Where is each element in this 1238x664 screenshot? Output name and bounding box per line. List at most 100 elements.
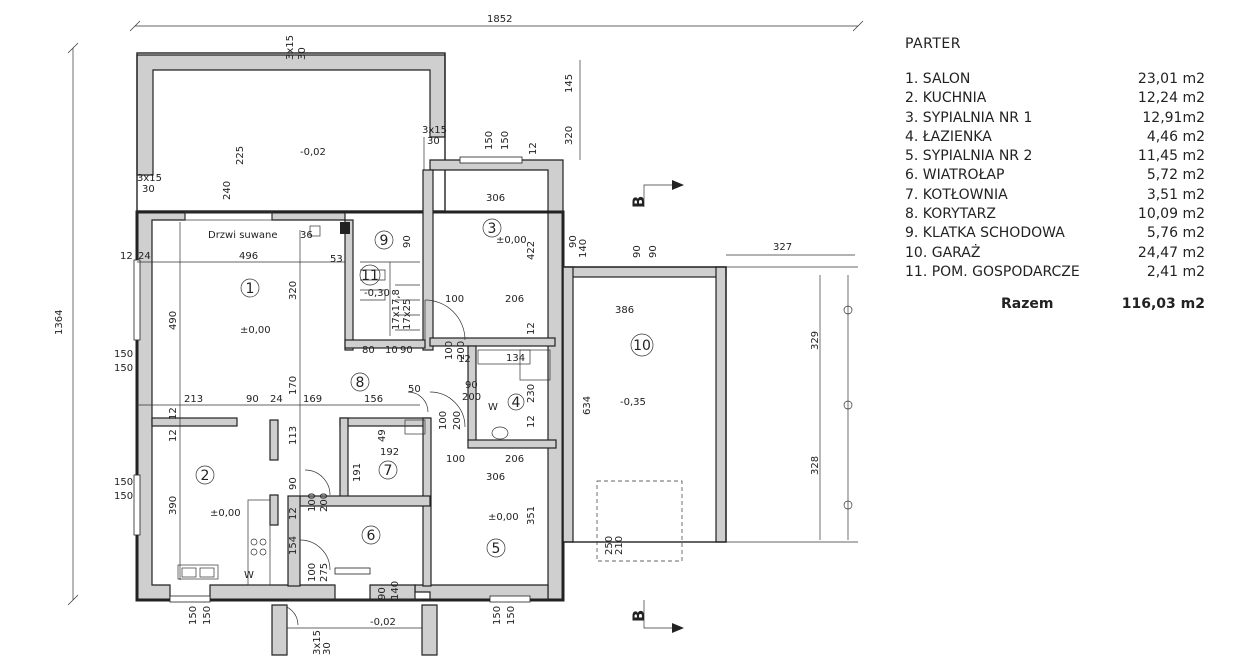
svg-text:12: 12 [526,415,537,428]
room-8-marker: 8 [350,372,370,392]
doors [184,211,466,626]
svg-text:191: 191 [352,463,363,482]
svg-text:328: 328 [810,456,821,475]
svg-text:327: 327 [773,242,792,253]
svg-text:386: 386 [615,305,634,316]
svg-text:30: 30 [297,47,308,60]
svg-text:30: 30 [142,184,155,195]
svg-text:213: 213 [184,394,203,405]
svg-text:12: 12 [288,507,299,520]
room-name: 8. KORYTARZ [905,206,996,223]
svg-text:3x15: 3x15 [312,630,323,655]
svg-text:320: 320 [288,281,299,300]
svg-text:306: 306 [486,193,505,204]
svg-text:24: 24 [138,251,151,262]
svg-text:496: 496 [239,251,258,262]
svg-text:W: W [488,402,498,413]
svg-text:100: 100 [307,563,318,582]
staircase [309,222,420,336]
kitchen-equipment [177,499,271,586]
svg-text:7: 7 [384,463,393,479]
legend-title: PARTER [905,36,961,52]
room-area: 3,51 m2 [1146,186,1205,203]
svg-text:49: 49 [377,429,388,442]
svg-text:B: B [629,196,648,208]
svg-text:90: 90 [400,345,413,356]
storage-level: -0,30 [364,288,390,299]
svg-text:206: 206 [505,454,524,465]
svg-text:200: 200 [319,493,330,512]
bed2-level: ±0,00 [488,512,519,523]
svg-text:306: 306 [486,472,505,483]
svg-text:140: 140 [578,239,589,258]
svg-text:145: 145 [564,74,575,93]
svg-text:100: 100 [445,294,464,305]
svg-text:150: 150 [506,606,517,625]
svg-text:10: 10 [385,345,398,356]
bed1-level: ±0,00 [496,235,527,246]
svg-text:100: 100 [438,411,449,430]
room-name: 2. KUCHNIA [905,90,987,107]
svg-text:225: 225 [235,146,246,165]
room-area: 5,76 m2 [1146,225,1205,242]
room-4-marker: 4 [507,393,525,411]
svg-text:200: 200 [462,392,481,403]
legend-row: 8. KORYTARZ 10,09 m2 [905,205,1205,224]
svg-text:8: 8 [356,375,365,391]
svg-text:90: 90 [568,235,579,248]
svg-text:12: 12 [120,251,133,262]
svg-text:170: 170 [288,376,299,395]
svg-text:200: 200 [452,411,463,430]
svg-text:30: 30 [427,136,440,147]
svg-text:1: 1 [246,281,255,297]
overall-height-dimension: 1364 [54,42,79,606]
svg-text:3x15: 3x15 [137,173,162,184]
svg-text:100: 100 [446,454,465,465]
svg-text:275: 275 [319,563,330,582]
svg-text:12: 12 [528,142,539,155]
entrance-steps: 3x15 30 -0,02 [271,599,438,656]
section-mark-bottom: B [629,600,684,633]
room-area: 24,47 m2 [1137,244,1205,261]
svg-text:80: 80 [362,345,375,356]
room-name: 11. POM. GOSPODARCZE [905,263,1080,280]
svg-text:90: 90 [465,380,478,391]
room-3-marker: 3 [482,218,502,238]
svg-text:150: 150 [202,606,213,625]
svg-text:2: 2 [201,468,210,484]
svg-text:100: 100 [444,341,455,360]
svg-text:320: 320 [564,126,575,145]
svg-text:90: 90 [377,587,388,600]
room-area: 10,09 m2 [1137,206,1205,223]
svg-text:12: 12 [526,322,537,335]
room-5-marker: 5 [486,538,506,558]
svg-text:154: 154 [288,536,299,555]
svg-text:150: 150 [492,606,503,625]
svg-text:17x25: 17x25 [402,299,413,330]
interior-dimensions: 12 24 496 320 490 ±0,00 ±0,00 Drzwi suwa… [114,193,537,625]
room-10-marker: 10 [630,333,654,357]
room-name: 5. SYPIALNIA NR 2 [905,148,1033,165]
room-7-marker: 7 [378,460,398,480]
svg-text:230: 230 [526,384,537,403]
svg-text:90: 90 [288,477,299,490]
svg-text:10: 10 [633,338,651,354]
svg-text:12: 12 [168,407,179,420]
svg-text:90: 90 [632,245,643,258]
svg-text:150: 150 [114,363,133,374]
overall-width-label: 1852 [487,14,512,25]
section-mark-top: B [629,180,684,208]
room-name: 1. SALON [905,71,971,87]
svg-text:90: 90 [246,394,259,405]
room-6-marker: 6 [361,525,381,545]
overall-width-dimension: 1852 [129,14,864,32]
garage: 327 329 328 386 634 -0,35 90 90 250 210 [562,242,858,562]
